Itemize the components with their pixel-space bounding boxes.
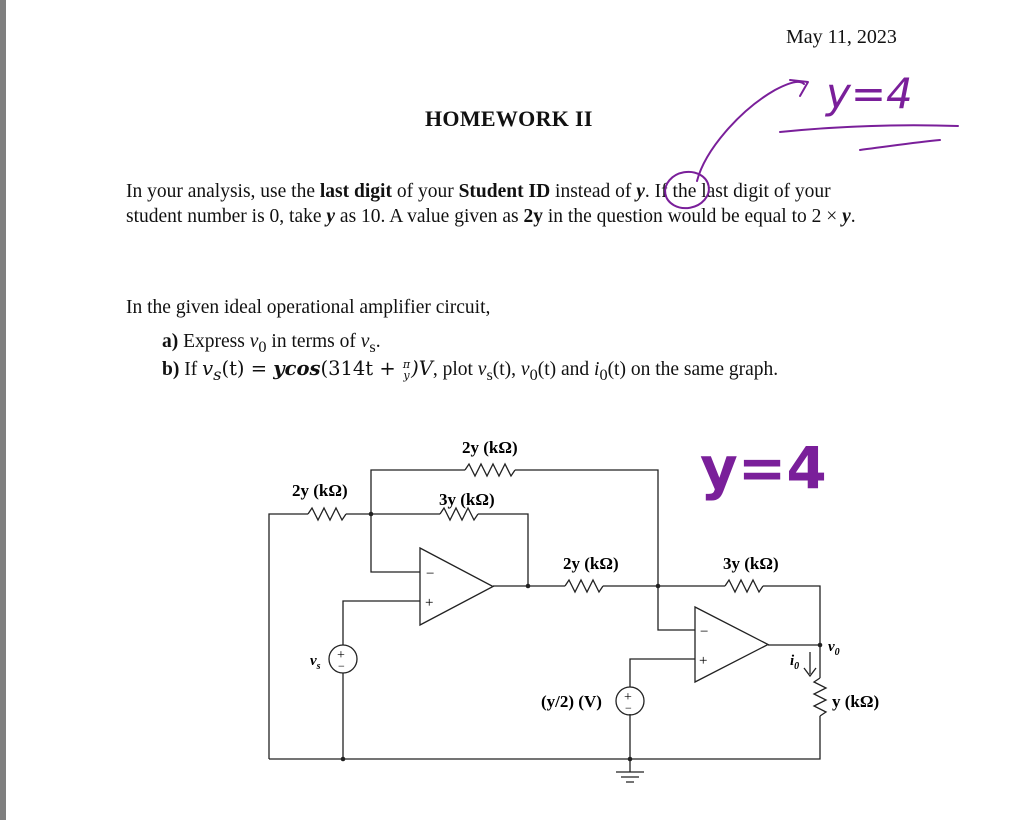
circuit-nodes [340,511,823,762]
dc-minus: − [625,701,632,715]
label-r-fb2: 3y (kΩ) [723,554,779,573]
note-y-equals-4-top: y=4 [824,69,913,118]
label-v0: v0 [828,639,840,658]
resistor-left [307,506,347,522]
label-vs: vs [310,653,321,672]
ground-symbol [616,771,644,783]
label-i0: i0 [790,653,799,672]
opamp2-plus: + [699,653,707,669]
resistor-top [464,462,516,478]
resistor-fb2 [724,578,764,594]
note-y-equals-4-mid: y=4 [700,434,827,502]
dc-plus: + [624,690,632,705]
opamp-1 [419,546,495,627]
vs-minus: − [338,659,345,673]
document-title: HOMEWORK II [425,106,593,131]
label-dc-source: (y/2) (V) [541,692,602,711]
instructions-line-1: In your analysis, use the last digit of … [126,181,831,202]
opamp1-plus: + [425,595,433,611]
dc-source [615,686,645,716]
label-r-fb1: 3y (kΩ) [439,490,495,509]
page-edge [0,0,6,820]
label-r-top: 2y (kΩ) [462,438,518,457]
opamp-2 [694,605,770,684]
question-intro: In the given ideal operational amplifier… [126,297,491,318]
vs-plus: + [337,648,345,663]
label-r-left: 2y (kΩ) [292,481,348,500]
document-page [6,0,1024,820]
resistor-load [812,677,828,717]
resistor-fb1 [439,506,479,522]
resistor-mid [564,578,604,594]
opamp2-minus: − [700,624,708,640]
handwritten-annotations [664,79,959,210]
instructions-paragraph: In your analysis, use the last digit of … [126,179,904,229]
circuit-wires [268,462,828,783]
document-date: May 11, 2023 [786,26,897,48]
label-r-mid: 2y (kΩ) [563,554,619,573]
question-part-a: a) Express v0 in terms of vs. [162,331,381,356]
instructions-line-2: student number is 0, take y as 10. A val… [126,206,856,227]
vs-source [328,644,358,674]
opamp1-minus: − [426,566,434,582]
label-r-load: y (kΩ) [832,692,879,711]
